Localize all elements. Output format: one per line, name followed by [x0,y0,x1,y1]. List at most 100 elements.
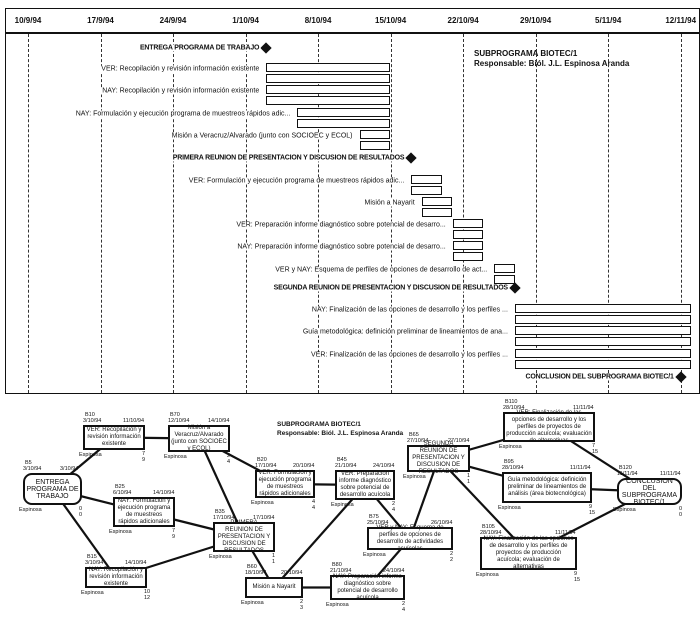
network-node[interactable]: NAY: Formulación y ejecución programa de… [113,497,175,527]
gridline [608,34,610,393]
node-duration-max: 15 [592,449,599,455]
task-bar[interactable] [266,85,391,94]
node-start-date: 25/10/94 [367,520,389,526]
task-label: NAY: Recopilación y revisión información… [101,87,261,95]
task-label: NAY: Formulación y ejecución programa de… [74,110,292,118]
node-responsible: Espinosa [81,590,104,596]
node-responsible: Espinosa [19,507,42,513]
node-responsible: Espinosa [331,502,354,508]
network-node[interactable]: CONCLUSION DEL SUBPROGRAMA BIOTEC/1 [617,478,682,506]
pert-responsible: Responsable: Biól. J.L. Espinosa Aranda [277,430,404,437]
node-duration: 0 [679,506,683,512]
gantt-responsible: Responsable: Biól. J.L. Espinosa Aranda [474,59,630,68]
gridline [100,34,102,393]
node-duration-max: 1 [467,479,471,485]
node-id: B45 [337,457,347,463]
task-label: PRIMERA REUNION DE PRESENTACION Y DISCUS… [171,154,406,162]
pert-title: SUBPROGRAMA BIOTEC/1 [277,421,361,428]
node-duration-max: 4 [402,607,406,613]
task-bar[interactable] [359,130,391,139]
task-bar[interactable] [297,108,391,117]
network-node[interactable]: Misión a Nayarit [245,577,303,598]
task-bar[interactable] [266,63,391,72]
node-duration-max: 2 [450,557,454,563]
network-node[interactable]: Misión a Veracruz/Alvarado (junto con SO… [168,425,230,452]
node-duration-max: 3 [300,605,304,611]
network-node[interactable]: SEGUNDA REUNION DE PRESENTACION Y DISCUS… [407,441,470,475]
node-start-date: 3/10/94 [85,560,104,566]
task-bar[interactable] [411,175,443,184]
node-responsible: Espinosa [209,554,232,560]
network-node[interactable]: VER y NAY: Esquema de perfiles de opcion… [367,525,453,552]
gridline [535,34,537,393]
node-end-date: 11/11/94 [660,471,681,477]
node-duration-max: 4 [227,459,231,465]
pert-network: SUBPROGRAMA BIOTEC/1 Responsable: Biól. … [0,396,700,622]
network-node[interactable]: NAY: Recopilación y revisión información… [85,567,147,588]
network-node[interactable]: PRIMERA REUNION DE PRESENTACION Y DISCUS… [213,520,275,554]
node-id: B95 [504,459,514,465]
node-duration: 2 [402,601,406,607]
node-duration: 1 [272,553,276,559]
timeline-tick: 1/10/94 [232,16,259,25]
milestone-marker[interactable] [405,152,417,164]
task-bar[interactable] [514,349,691,358]
milestone-marker[interactable] [675,371,687,383]
node-end-date: 24/10/94 [373,463,395,469]
gridline [28,34,29,393]
gridline [173,34,175,393]
node-start-date: 27/10/94 [407,438,429,444]
task-bar[interactable] [514,304,691,313]
network-node[interactable]: VER: Recopilación y revisión información… [83,425,145,450]
timeline-tick: 22/10/94 [447,16,479,25]
node-responsible: Espinosa [613,507,636,513]
network-node[interactable]: ENTREGA PROGRAMA DE TRABAJO [23,473,82,505]
node-id: B10 [85,412,95,418]
task-label: VER: Formulación y ejecución programa de… [187,177,406,185]
network-node[interactable]: VER: Formulación y ejecución programa de… [255,470,315,498]
network-node[interactable]: Guía metodológica: definición preliminar… [502,472,592,503]
node-id: B65 [409,432,419,438]
node-id: B20 [257,457,267,463]
dependency-line [197,438,246,538]
node-end-date: 11/10/94 [123,418,145,424]
milestone-marker[interactable] [509,282,521,294]
node-start-date: 11/11/94 [617,471,638,477]
node-duration: 10 [144,589,151,595]
network-node[interactable]: NAY: Preparación informe diagnóstico sob… [330,574,405,601]
network-node[interactable]: NAY: Finalización de las opciones de des… [480,536,577,570]
node-id: B75 [369,514,379,520]
node-start-date: 28/10/94 [502,465,524,471]
node-responsible: Espinosa [499,444,522,450]
node-end-date: 14/10/94 [208,418,230,424]
node-duration: 7 [172,528,176,534]
node-duration: 7 [142,451,146,457]
task-label: NAY: Finalización de las opciones de des… [310,306,509,314]
timeline-tick: 15/10/94 [375,16,407,25]
node-start-date: 3/10/94 [83,418,102,424]
node-id: B5 [25,460,32,466]
node-duration-max: 9 [172,534,176,540]
task-bar[interactable] [421,197,453,206]
timeline-tick: 17/9/94 [87,16,114,25]
node-id: B70 [170,412,180,418]
dependency-line [273,484,366,589]
node-end-date: 20/10/94 [293,463,315,469]
task-bar[interactable] [452,241,484,250]
node-responsible: Espinosa [326,602,349,608]
task-bar[interactable] [514,326,691,335]
node-duration: 7 [592,443,596,449]
node-start-date: 21/10/94 [330,568,352,574]
task-bar[interactable] [452,219,484,228]
node-duration: 2 [227,453,231,459]
network-node[interactable]: VER: Preparación informe diagnóstico sob… [335,470,395,500]
node-end-date: 11/11/94 [555,530,576,536]
gridline [318,34,320,393]
network-node[interactable]: VER: Finalización de las opciones de des… [503,410,595,444]
task-bar[interactable] [494,264,515,273]
milestone-marker[interactable] [260,42,272,54]
node-duration-max: 12 [144,595,151,601]
node-duration-max: 0 [679,512,683,518]
